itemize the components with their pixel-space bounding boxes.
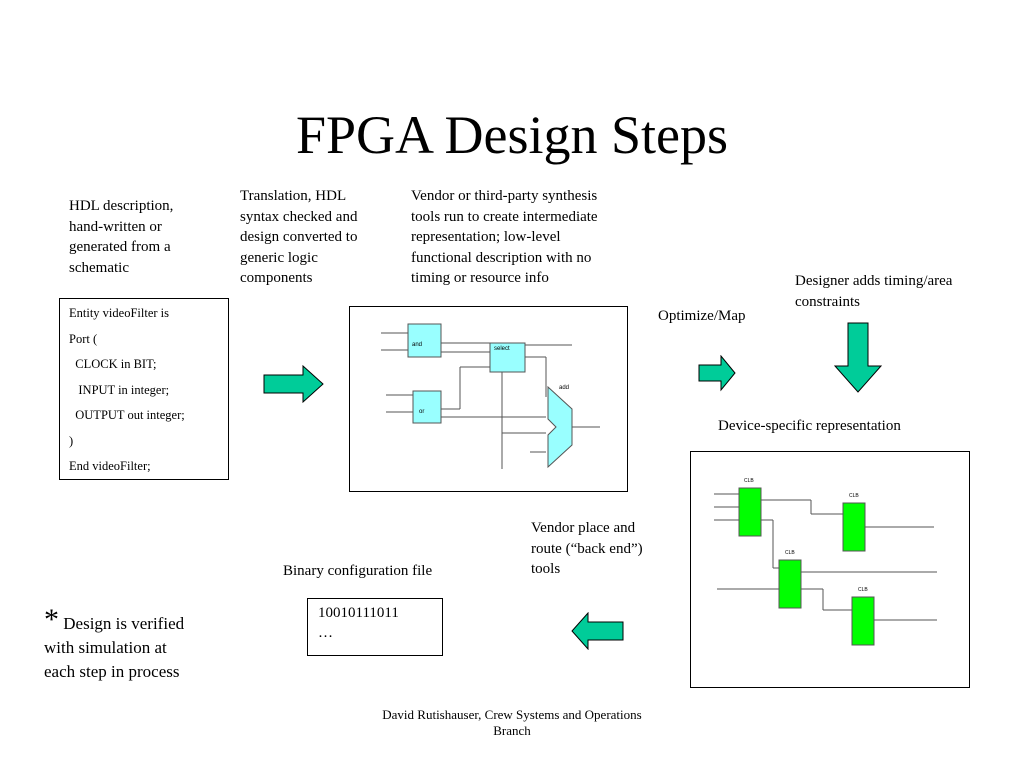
asterisk: * [44,603,59,636]
translation-caption-line: syntax checked and [240,208,358,225]
hdl-caption-line: hand-written or [69,218,162,235]
clb-block [738,487,762,537]
device-specific-diagram: CLB CLB CLB CLB [690,451,970,688]
optimize-label: Optimize/Map [658,308,746,324]
clb-block [778,559,802,609]
slide-title: FPGA Design Steps [295,105,729,165]
constraints-caption: Designer adds timing/area constraints [795,271,952,312]
verification-line-1: * Design is verified [44,605,185,636]
code-line: OUTPUT out integer; [69,408,185,422]
synthesis-caption-line: tools run to create intermediate [411,208,598,225]
code-line: Entity videoFilter is [69,306,169,320]
code-line: CLOCK in BIT; [69,357,157,371]
constraints-caption-line: constraints [795,293,860,310]
synthesis-caption-line: timing or resource info [411,270,549,286]
hdl-caption-line: HDL description, [69,198,174,214]
code-line: ) [69,433,74,448]
constraints-caption-line: Designer adds timing/area [795,273,953,289]
synthesis-caption-line: Vendor or third-party synthesis [411,188,598,204]
code-line: Port ( [69,331,98,346]
translation-caption-line: design converted to [240,229,358,245]
clb-schematic: CLB CLB CLB CLB [714,478,937,646]
verification-line: each step in process [44,662,180,681]
clb-label: CLB [858,587,868,593]
and-gate [407,323,442,358]
adder-block [547,385,573,469]
select-block [489,342,526,373]
translation-caption-line: generic logic [240,249,318,266]
place-route-caption-line: Vendor place and [531,520,636,536]
clb-label: CLB [849,493,859,499]
code-line: End videoFilter; [69,459,151,473]
synthesis-caption-line: representation; low-level [411,229,561,245]
binary-caption: Binary configuration file [283,563,433,579]
device-caption: Device-specific representation [718,418,901,434]
synthesis-caption-line: functional description with no [411,249,592,266]
translation-caption: Translation, HDL syntax checked and desi… [240,186,357,289]
hdl-caption-line: generated from a [69,239,171,255]
binary-line: 10010111011 [318,605,399,621]
or-gate [412,390,442,424]
down-arrow-icon [833,322,883,393]
right-arrow-icon [263,365,324,403]
place-route-caption-line: tools [531,561,561,577]
synthesis-caption: Vendor or third-party synthesis tools ru… [411,186,598,289]
select-block-label: select [494,346,510,352]
clb-label: CLB [785,550,795,556]
hdl-caption-line: schematic [69,259,129,276]
binary-line: … [318,625,333,641]
generic-logic-diagram: and select or add [349,306,628,492]
verification-line: with simulation at [44,638,167,657]
footer-line: David Rutishauser, Crew Systems and Oper… [382,707,642,722]
footer-line: Branch [493,723,531,738]
clb-block [842,502,866,552]
translation-caption-line: components [240,270,313,286]
code-line: INPUT in integer; [69,382,170,397]
hdl-code-box: Entity videoFilter is Port ( CLOCK in BI… [59,298,229,480]
right-arrow-icon [698,355,736,392]
clb-label: CLB [744,478,754,484]
binary-config-box: 10010111011 … [307,598,443,656]
place-route-caption-line: route (“back end”) [531,540,643,557]
or-gate-label: or [419,409,424,415]
verification-text: Design is verified [59,614,185,633]
generic-logic-schematic: and select or add [381,323,600,469]
clb-block [851,596,875,646]
and-gate-label: and [412,342,422,348]
hdl-caption: HDL description, hand-written or generat… [69,196,173,278]
adder-label: add [559,385,569,391]
left-arrow-icon [571,612,624,650]
translation-caption-line: Translation, HDL [240,188,347,204]
verification-note: * Design is verified with simulation at … [44,605,185,684]
footer: David Rutishauser, Crew Systems and Oper… [362,707,662,739]
place-route-caption: Vendor place and route (“back end”) tool… [531,518,643,580]
